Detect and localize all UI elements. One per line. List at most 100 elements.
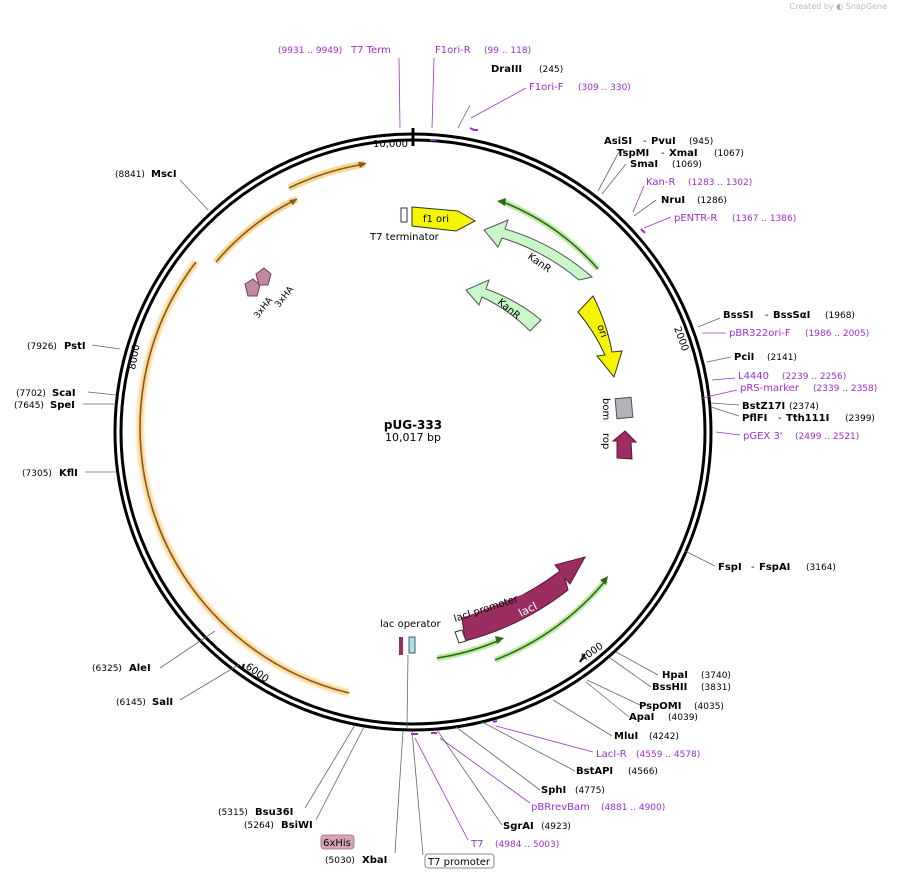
- enzyme-sgrai-name: SgrAI: [503, 821, 534, 832]
- primer-kan-r-name: Kan-R: [646, 177, 675, 188]
- enzyme-sgrai-pos: (4923): [541, 822, 571, 832]
- tick-6000: [241, 663, 245, 671]
- enzyme-pspomi-pos: (4035): [694, 702, 724, 712]
- primer-pgex3-range: (2499 .. 2521): [795, 432, 859, 442]
- orange-orf-mid: [213, 195, 299, 265]
- enzyme-alei-name: AleI: [129, 663, 151, 674]
- f1-ori-label: f1 ori: [423, 214, 449, 225]
- primer-pbr322ori-f-range: (1986 .. 2005): [805, 329, 869, 339]
- primer-laci-r-name: LacI-R: [596, 749, 627, 760]
- enzyme-hpai-name: HpaI: [662, 670, 688, 681]
- svg-text:-: -: [643, 136, 647, 147]
- svg-text:-: -: [751, 562, 755, 573]
- primer-pbr322ori-f-name: pBR322ori-F: [729, 328, 791, 339]
- primer-prs-marker-name: pRS-marker: [740, 383, 800, 394]
- primer-f1ori-f-range: (309 .. 330): [578, 83, 631, 93]
- green-arc-upper: [497, 198, 601, 271]
- enzyme-xmai-name: XmaI: [669, 148, 698, 159]
- enzyme-spei-pos: (7645): [14, 401, 44, 411]
- enzyme-mlui-pos: (4242): [649, 732, 679, 742]
- primer-labels: T7 Term (9931 .. 9949) F1ori-R (99 .. 11…: [278, 45, 877, 850]
- enzyme-tspmi-name: TspMI: [617, 148, 649, 159]
- enzyme-bsshii-pos: (3831): [701, 683, 731, 693]
- bom-label: bom: [600, 398, 611, 420]
- enzyme-fspai-name: FspAI: [759, 562, 790, 573]
- svg-text:-: -: [661, 148, 665, 159]
- rop-label: rop: [600, 433, 611, 449]
- green-arc-lower-1: [436, 636, 504, 661]
- laci-promoter-icon: [454, 629, 467, 644]
- rop-feature: [611, 430, 638, 460]
- laci-feature: lacI: [461, 556, 587, 642]
- t7-terminator-icon: [400, 207, 408, 223]
- primer-pgex3-name: pGEX 3': [743, 431, 783, 442]
- enzyme-kfli-name: KflI: [59, 468, 78, 479]
- green-arc-lower-2: [493, 576, 609, 663]
- ha-label-2: 3xHA: [273, 284, 296, 310]
- plasmid-size: 10,017 bp: [385, 431, 441, 444]
- enzyme-mlui-name: MluI: [614, 731, 638, 742]
- enzyme-tth111i-name: Tth111I: [786, 413, 829, 424]
- primer-pbrrevbam-name: pBRrevBam: [531, 802, 590, 813]
- enzyme-sali-pos: (6145): [116, 698, 146, 708]
- primer-t7-name: T7: [470, 839, 483, 850]
- ori-feature: ori: [577, 295, 623, 379]
- enzyme-scai-name: ScaI: [52, 388, 76, 399]
- ha-label-1: 3xHA: [252, 295, 275, 321]
- enzyme-pcii-pos: (2141): [767, 353, 797, 363]
- f1-ori-feature: f1 ori: [411, 206, 477, 232]
- enzyme-bstapi-pos: (4566): [628, 767, 658, 777]
- enzyme-draiii-pos: (245): [539, 65, 563, 75]
- enzyme-bsssai-name: BssSαI: [773, 310, 810, 321]
- enzyme-draiii-name: DraIII: [491, 64, 522, 75]
- enzyme-smai-pos: (1069): [672, 160, 702, 170]
- orange-orf-large: [136, 259, 350, 697]
- enzyme-nrui-name: NruI: [661, 195, 685, 206]
- enzyme-bstz17i-name: BstZ17I: [742, 401, 785, 412]
- enzyme-xbai-name: XbaI: [362, 855, 387, 866]
- primer-pbrrevbam-range: (4881 .. 4900): [601, 803, 665, 813]
- primer-l4440-name: L4440: [738, 371, 769, 382]
- kanr-feature-2: KanR: [465, 279, 542, 332]
- tick-label-10000: 10,000: [373, 139, 408, 150]
- bom-feature: [614, 396, 634, 420]
- t7-promoter-label: T7 promoter: [427, 857, 491, 868]
- enzyme-psti-name: PstI: [64, 341, 86, 352]
- enzyme-scai-pos: (7702): [16, 389, 46, 399]
- enzyme-asisi-pos: (945): [689, 137, 713, 147]
- enzyme-apai-pos: (4039): [668, 713, 698, 723]
- his-tag-label: 6xHis: [323, 838, 351, 849]
- enzyme-bsiwi-pos: (5264): [244, 821, 274, 831]
- enzyme-pvui-name: PvuI: [651, 136, 676, 147]
- watermark-created-by: Created by: [789, 2, 834, 11]
- his-tag-callout: 6xHis: [320, 834, 355, 850]
- enzyme-hpai-pos: (3740): [701, 671, 731, 681]
- tick-label-8000: 8000: [127, 344, 142, 371]
- primer-f1ori-r-range: (99 .. 118): [484, 46, 531, 56]
- svg-text:-: -: [778, 413, 782, 424]
- enzyme-pspomi-name: PspOMI: [639, 701, 681, 712]
- primer-t7term-range: (9931 .. 9949): [278, 46, 342, 56]
- enzyme-bsiwi-name: BsiWI: [281, 820, 313, 831]
- primer-laci-r-range: (4559 .. 4578): [636, 750, 700, 760]
- enzyme-psti-pos: (7926): [27, 342, 57, 352]
- enzyme-bstapi-name: BstAPI: [576, 766, 613, 777]
- enzyme-tspmi-pos: (1067): [714, 149, 744, 159]
- enzyme-fspi-pos: (3164): [806, 563, 836, 573]
- enzyme-bstz17i-pos: (2374): [789, 402, 819, 412]
- enzyme-msci-name: MscI: [151, 169, 177, 180]
- enzyme-pflfi-name: PflFI: [742, 413, 767, 424]
- enzyme-pflfi-pos: (2399): [845, 414, 875, 424]
- enzyme-asisi-name: AsiSI: [604, 136, 632, 147]
- plasmid-name: pUG-333: [384, 418, 442, 432]
- enzyme-fspi-name: FspI: [718, 562, 742, 573]
- t7-promoter-callout: T7 promoter: [424, 853, 495, 869]
- enzyme-bsssi-pos: (1968): [825, 311, 855, 321]
- lac-operator-icon: [399, 637, 403, 655]
- his-tag-icon: [408, 636, 416, 654]
- enzyme-bsu36i-pos: (5315): [218, 808, 248, 818]
- primer-prs-marker-range: (2339 .. 2358): [813, 384, 877, 394]
- svg-text:-: -: [765, 310, 769, 321]
- enzyme-sphi-name: SphI: [541, 785, 566, 796]
